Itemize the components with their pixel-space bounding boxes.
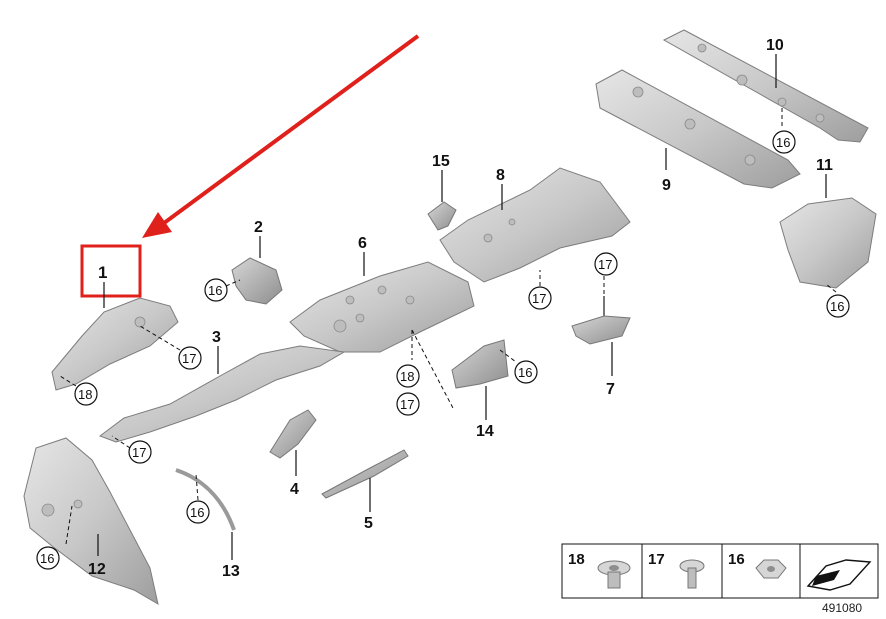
svg-text:16: 16	[830, 299, 844, 314]
callout-16-f: 16	[36, 546, 60, 570]
part-6-shape	[289, 261, 475, 353]
callout-17-a: 17	[594, 252, 618, 276]
pointer-arrow-icon	[142, 34, 420, 238]
callout-16-c: 16	[204, 278, 228, 302]
part-12-shape	[23, 437, 159, 606]
part-label-11: 11	[816, 157, 833, 174]
part-label-7: 7	[606, 381, 615, 398]
part-label-12: 12	[88, 561, 106, 578]
fastener-callouts: 16 16 17 17 16 17 18 18 17 16 17 16 16	[36, 130, 850, 570]
part-number-labels: 10 9 11 15 8 6 2 1 3 4 5 12 13 7 14	[88, 37, 833, 580]
part-label-6: 6	[358, 235, 367, 252]
svg-text:16: 16	[776, 135, 790, 150]
callout-17-b: 17	[528, 286, 552, 310]
part-label-2: 2	[254, 219, 263, 236]
callout-16-e: 16	[186, 500, 210, 524]
legend-label-18: 18	[568, 551, 585, 568]
svg-text:17: 17	[532, 291, 546, 306]
svg-text:16: 16	[40, 551, 54, 566]
part-13-shape	[175, 468, 236, 531]
callout-17-d: 17	[396, 392, 420, 416]
svg-text:16: 16	[518, 365, 532, 380]
callout-16-b: 16	[826, 294, 850, 318]
part-label-3: 3	[212, 329, 221, 346]
svg-text:17: 17	[598, 257, 612, 272]
svg-text:18: 18	[400, 369, 414, 384]
part-7-shape	[571, 296, 631, 345]
highlight-box	[80, 244, 142, 298]
callout-18-a: 18	[74, 382, 98, 406]
svg-text:16: 16	[190, 505, 204, 520]
legend-label-16: 16	[728, 551, 745, 568]
part-2-shape	[231, 257, 283, 305]
part-label-13: 13	[222, 563, 240, 580]
part-label-15: 15	[432, 153, 450, 170]
part-11-shape	[779, 197, 877, 289]
callout-17-e: 17	[128, 440, 152, 464]
part-label-8: 8	[496, 167, 505, 184]
clip-18-icon	[597, 560, 631, 589]
callout-17-c: 17	[178, 346, 202, 370]
part-9-shape	[595, 69, 801, 189]
part-4-shape	[269, 409, 317, 459]
svg-text:17: 17	[400, 397, 414, 412]
part-label-14: 14	[476, 423, 494, 440]
svg-text:17: 17	[132, 445, 146, 460]
legend-label-17: 17	[648, 551, 665, 568]
fastener-legend: 18 17 16	[561, 543, 879, 599]
part-5-shape	[321, 449, 409, 499]
part-15-shape	[427, 201, 457, 231]
part-3-shape	[98, 345, 346, 443]
leader-lines	[59, 54, 837, 560]
screw-17-icon	[679, 559, 705, 589]
nut-16-icon	[755, 559, 787, 579]
part-14-shape	[451, 339, 509, 389]
part-label-9: 9	[662, 177, 671, 194]
orientation-arrow-icon	[806, 559, 872, 591]
callout-16-a: 16	[772, 130, 796, 154]
callout-16-d: 16	[514, 360, 538, 384]
part-label-1: 1	[98, 263, 107, 282]
part-8-shape	[439, 167, 631, 283]
svg-text:17: 17	[182, 351, 196, 366]
reference-number: 491080	[822, 601, 862, 615]
part-label-10: 10	[766, 37, 784, 54]
part-label-4: 4	[290, 481, 299, 498]
callout-18-b: 18	[396, 364, 420, 388]
svg-text:16: 16	[208, 283, 222, 298]
part-label-5: 5	[364, 515, 373, 532]
part-10-shape	[662, 29, 869, 143]
svg-text:18: 18	[78, 387, 92, 402]
part-1-shape	[51, 297, 179, 391]
